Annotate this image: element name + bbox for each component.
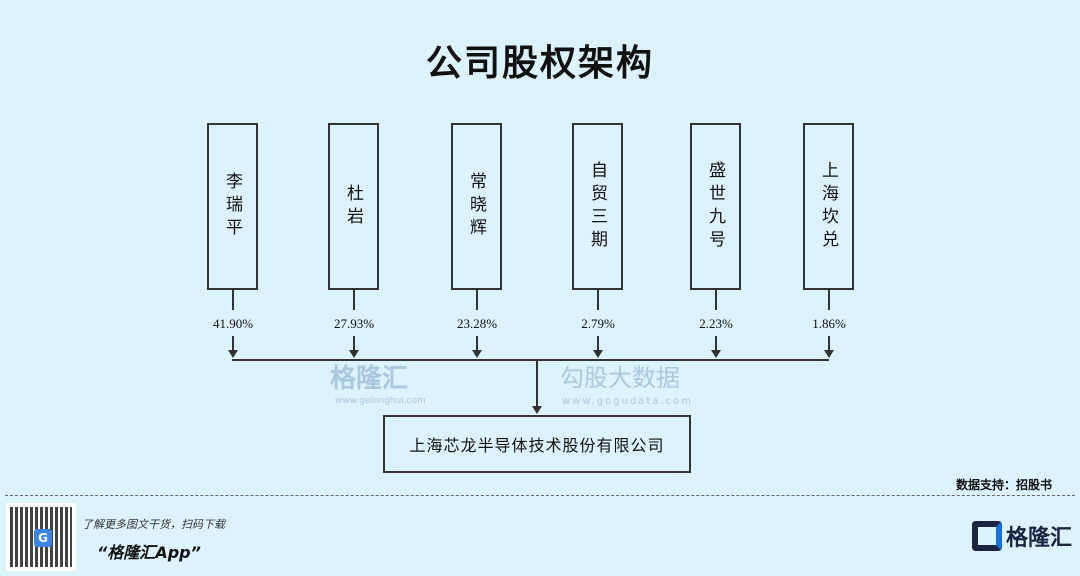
footer-divider [5,495,1075,496]
shareholder-name: 上海坎兑 [818,160,838,253]
stem-line [828,290,830,310]
connector-horizontal [232,359,829,361]
connector-main [536,359,538,407]
data-source: 数据支持：招股书 [955,478,1052,492]
stem-line [232,290,234,310]
shareholder-box: 上海坎兑 [803,123,854,290]
arrow-down [593,350,603,358]
stem-line [715,336,717,352]
watermark-gogudata-url: www.gogudata.com [562,396,694,407]
stem-line [476,290,478,310]
stem-line [715,290,717,310]
watermark-gogudata: 勾股大数据 [560,364,680,392]
stem-line [232,336,234,352]
shareholder-box: 自贸三期 [572,123,623,290]
arrow-to-company [532,406,542,414]
footer-promo: 了解更多图文干货，扫码下载 [82,518,225,531]
arrow-down [711,350,721,358]
shareholder-box: 盛世九号 [690,123,741,290]
shareholding-percent: 2.79% [581,316,615,331]
stem-line [828,336,830,352]
shareholder-box: 杜岩 [328,123,379,290]
stem-line [476,336,478,352]
brand-logo-text: 格隆汇 [1006,526,1073,551]
shareholding-percent: 23.28% [456,316,498,331]
shareholder-name: 常晓辉 [466,172,486,241]
arrow-down [349,350,359,358]
shareholder-name: 自贸三期 [587,160,607,253]
watermark-gelonghui: 格隆汇 [330,366,408,392]
shareholder-name: 盛世九号 [705,160,725,253]
arrow-down [228,350,238,358]
stem-line [597,290,599,310]
arrow-down [472,350,482,358]
shareholding-percent: 1.86% [812,316,846,331]
page-title: 公司股权架构 [425,43,654,84]
qr-logo-icon: G [34,529,52,547]
company-box: 上海芯龙半导体技术股份有限公司 [383,415,691,473]
arrow-down [824,350,834,358]
watermark-gelonghui-url: www.gelonghui.com [335,396,426,406]
shareholding-percent: 27.93% [333,316,375,331]
shareholder-box: 李瑞平 [207,123,258,290]
g-logo-icon [972,521,1002,551]
brand-logo: 格隆汇 [972,520,1072,552]
stem-line [353,290,355,310]
shareholder-name: 李瑞平 [222,172,242,241]
shareholding-percent: 2.23% [699,316,733,331]
qr-code: G [6,503,76,571]
watermark-text: 格隆汇 [330,364,409,394]
footer-app-name: “格隆汇App” [97,543,201,562]
shareholding-percent: 41.90% [212,316,254,331]
stem-line [353,336,355,352]
shareholder-box: 常晓辉 [451,123,502,290]
shareholder-name: 杜岩 [343,183,363,230]
stem-line [597,336,599,352]
